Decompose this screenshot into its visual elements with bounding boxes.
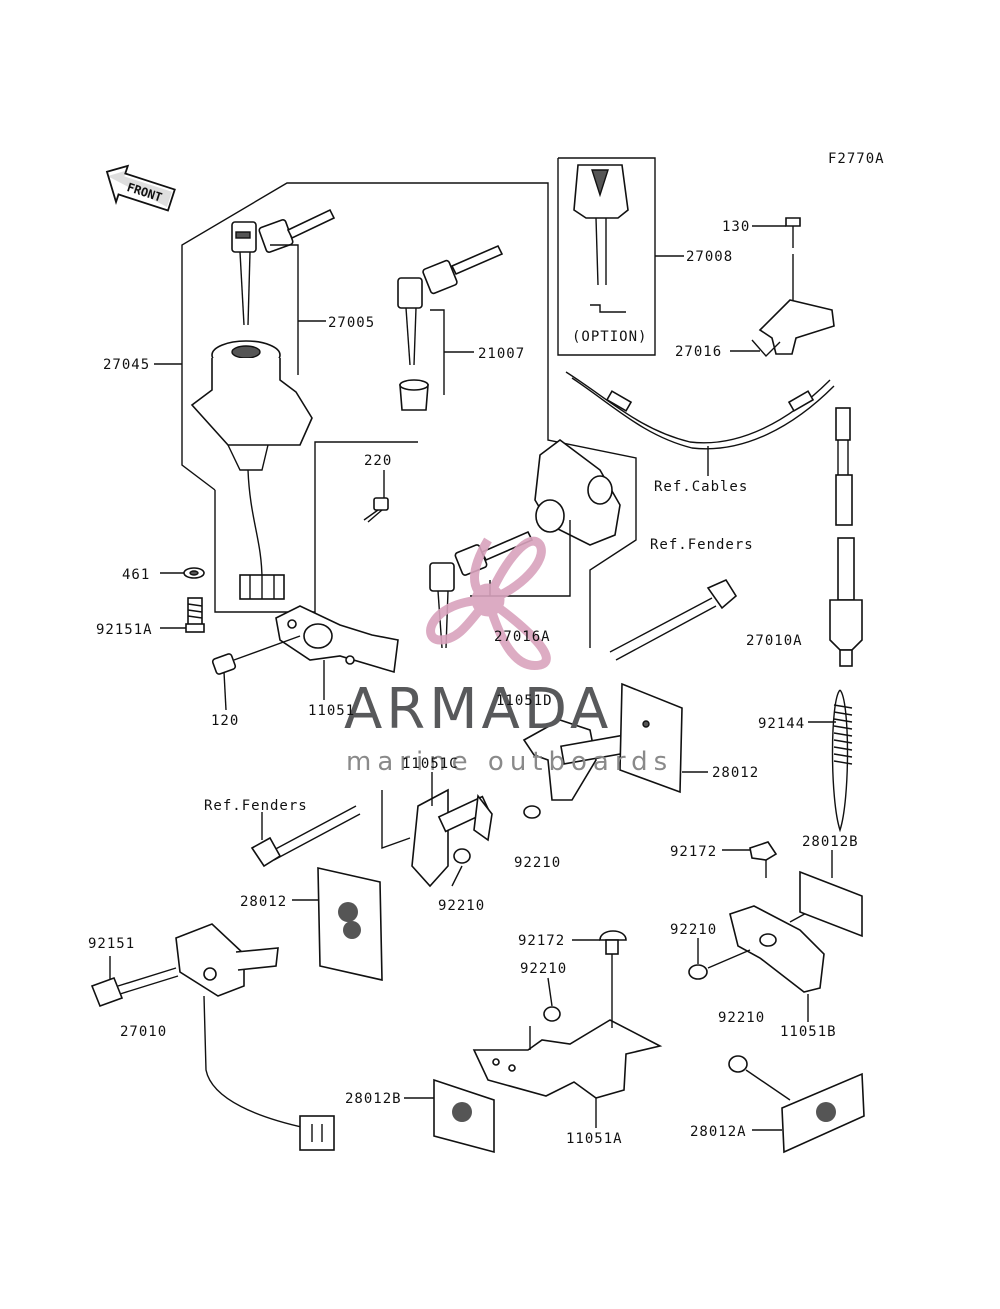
label-27016A: 27016A — [494, 629, 551, 645]
label-27010: 27010 — [120, 1024, 167, 1040]
label-92210-d: 92210 — [520, 961, 567, 977]
label-11051: 11051 — [308, 703, 355, 719]
bolt-long-lower — [250, 790, 411, 868]
pad-28012-right — [619, 682, 708, 794]
bracket-11051A — [472, 930, 663, 1128]
label-130: 130 — [722, 219, 750, 235]
label-92210-b: 92210 — [438, 898, 485, 914]
bracket-11051B — [688, 841, 831, 1022]
watermark-tagline: marine outboards — [346, 747, 673, 777]
label-92151A: 92151A — [96, 622, 153, 638]
label-ref-fenders-2: Ref.Fenders — [204, 798, 308, 814]
option-frame — [557, 157, 656, 356]
kit-bracket-line — [214, 441, 418, 613]
plate-11051 — [275, 605, 399, 700]
label-28012-right: 28012 — [712, 765, 759, 781]
watermark-brand: ARMADA — [344, 677, 612, 742]
bolt-92151A — [160, 597, 205, 633]
label-ref-fenders-1: Ref.Fenders — [650, 537, 754, 553]
pad-28012-left — [292, 866, 383, 982]
option-key: (OPTION) — [572, 164, 647, 345]
label-92144: 92144 — [758, 716, 805, 732]
label-92172-b: 92172 — [518, 933, 565, 949]
key-set-21007 — [397, 244, 504, 411]
label-28012A: 28012A — [690, 1124, 747, 1140]
pad-28012B-left — [404, 1078, 495, 1154]
watermark: ARMADA marine outboards — [344, 536, 673, 777]
label-220: 220 — [364, 453, 392, 469]
label-27010A: 27010A — [746, 633, 803, 649]
ignition-switch — [190, 340, 313, 600]
switch-27010 — [175, 923, 335, 1151]
label-11051C: 11051C — [402, 756, 459, 772]
label-92172-a: 92172 — [670, 844, 717, 860]
label-11051D: 11051D — [496, 693, 553, 709]
option-label: (OPTION) — [572, 329, 647, 345]
label-27045: 27045 — [103, 357, 150, 373]
front-arrow-icon: FRONT — [105, 164, 176, 212]
label-92210-e: 92210 — [718, 1010, 765, 1026]
label-27016: 27016 — [675, 344, 722, 360]
label-28012-left: 28012 — [240, 894, 287, 910]
cable-assembly — [565, 371, 835, 450]
label-27005: 27005 — [328, 315, 375, 331]
label-28012B-left: 28012B — [345, 1091, 402, 1107]
spring-92144 — [831, 689, 853, 833]
diagram-code: F2770A — [828, 151, 885, 167]
label-28012B-right: 28012B — [802, 834, 859, 850]
pad-28012B-right — [799, 850, 863, 938]
label-120: 120 — [211, 713, 239, 729]
bolt-long-upper — [609, 578, 738, 661]
label-27008: 27008 — [686, 249, 733, 265]
washer-461 — [160, 567, 205, 579]
bolt-92151 — [90, 956, 179, 1008]
bracket-11051D — [522, 719, 634, 819]
part-labels: F2770A 27045 27005 21007 27008 130 27016… — [88, 151, 885, 1147]
label-92210-c: 92210 — [670, 922, 717, 938]
ignition-key-pair — [231, 208, 336, 326]
screw-120 — [211, 635, 301, 711]
bracket-11051C — [411, 772, 493, 888]
propeller-logo-icon — [426, 536, 551, 671]
label-21007: 21007 — [478, 346, 525, 362]
kit-frame-line — [181, 182, 637, 648]
label-ref-cables: Ref.Cables — [654, 479, 748, 495]
label-92151: 92151 — [88, 936, 135, 952]
pad-28012A — [728, 1055, 865, 1154]
screw-220 — [363, 470, 389, 523]
leader-lines — [154, 225, 836, 1007]
label-92210-a: 92210 — [514, 855, 561, 871]
label-461: 461 — [122, 567, 150, 583]
label-11051A: 11051A — [566, 1131, 623, 1147]
bracket-27016 — [751, 217, 835, 358]
label-11051B: 11051B — [780, 1024, 837, 1040]
switch-27010A — [829, 407, 863, 667]
